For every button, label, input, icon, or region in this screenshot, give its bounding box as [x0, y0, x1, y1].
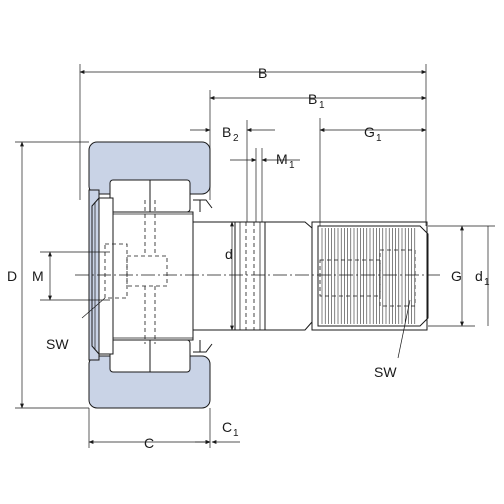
- label-B1-main: B: [308, 91, 317, 107]
- label-M1: M 1: [276, 151, 295, 171]
- thread-outline: [317, 225, 429, 327]
- label-C1: C 1: [222, 419, 239, 439]
- label-d: d: [225, 246, 233, 262]
- label-d1-sub: 1: [484, 277, 490, 288]
- label-B1-sub: 1: [319, 100, 325, 111]
- thread: [321, 228, 416, 324]
- needle-rollers: [109, 179, 191, 373]
- label-d1-main: d: [475, 268, 483, 284]
- label-SW-right: SW: [374, 364, 397, 380]
- label-SW-left: SW: [46, 336, 69, 352]
- label-d1: d 1: [475, 268, 490, 288]
- label-C: C: [144, 435, 154, 451]
- label-M1-main: M: [276, 151, 288, 167]
- label-G1-sub: 1: [376, 133, 382, 144]
- label-B1: B 1: [308, 91, 325, 111]
- dimension-lines: [20, 70, 489, 444]
- hidden-details: [104, 200, 416, 344]
- label-B2: B 2: [222, 124, 239, 144]
- label-B: B: [258, 65, 267, 81]
- label-C1-main: C: [222, 419, 232, 435]
- label-M1-sub: 1: [289, 160, 295, 171]
- label-B2-sub: 2: [233, 133, 239, 144]
- stud: [192, 221, 428, 331]
- label-D: D: [7, 268, 17, 284]
- label-B2-main: B: [222, 124, 231, 140]
- extension-lines: [15, 64, 495, 448]
- label-G1: G 1: [364, 124, 382, 144]
- label-C1-sub: 1: [233, 428, 239, 439]
- label-G: G: [451, 268, 462, 284]
- inner-body: [91, 197, 213, 355]
- label-G1-main: G: [364, 124, 375, 140]
- label-M: M: [32, 268, 44, 284]
